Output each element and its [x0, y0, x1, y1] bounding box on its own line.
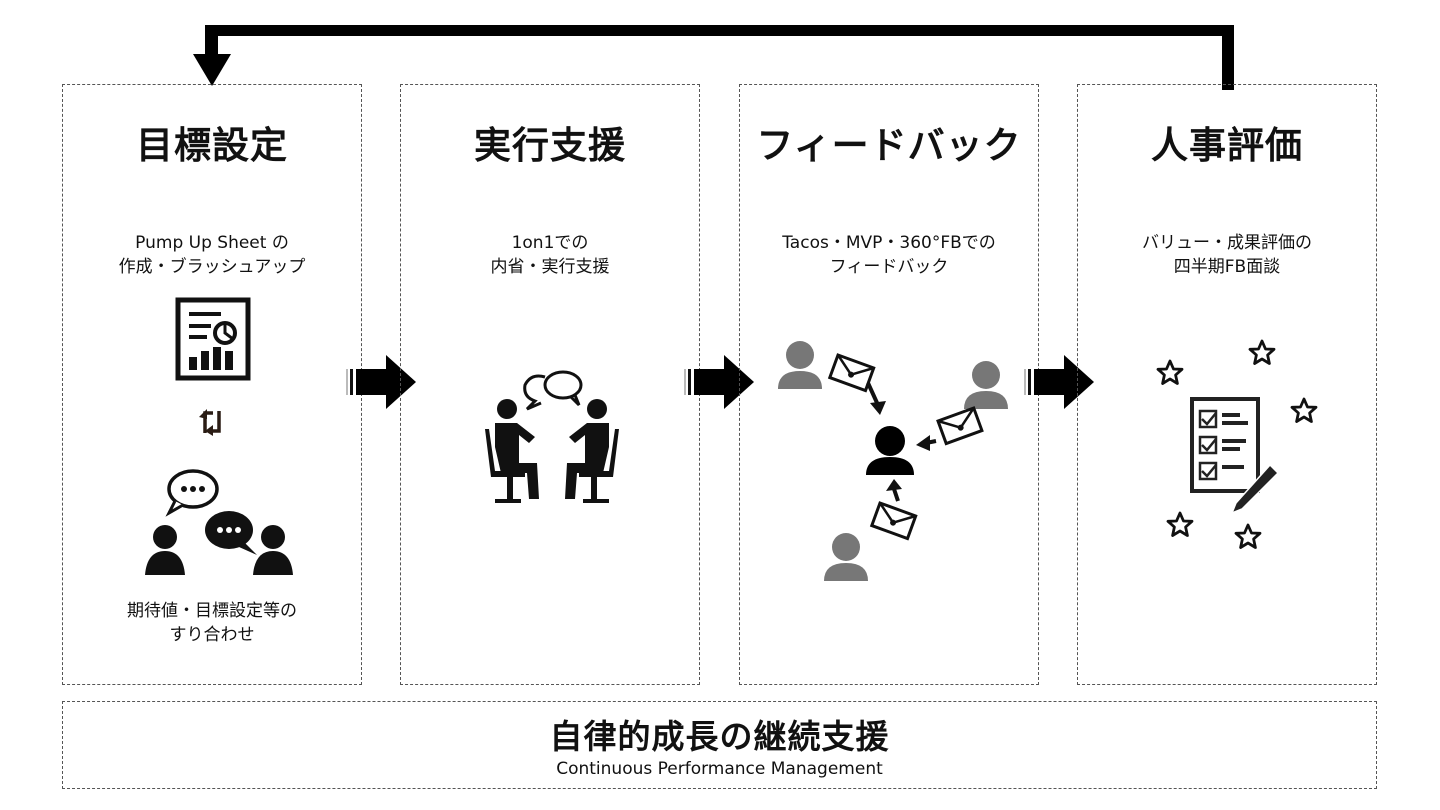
panel-lower-description: 期待値・目標設定等の すり合わせ [127, 601, 297, 645]
footer-summary-box: 自律的成長の継続支援 Continuous Performance Manage… [62, 701, 1377, 789]
group-conversation-icon [145, 469, 293, 575]
footer-subtitle: Continuous Performance Management [556, 759, 883, 779]
person-icon [824, 533, 868, 581]
star-icon [1290, 397, 1318, 423]
panel-title: フィードバック [756, 124, 1022, 167]
panel-description: バリュー・成果評価の 四半期FB面談 [1142, 233, 1312, 277]
panel-title: 人事評価 [1151, 124, 1303, 167]
panel-feedback: フィードバック Tacos・MVP・360°FBでの フィードバック [739, 84, 1039, 685]
panel-title: 目標設定 [136, 124, 288, 167]
feedback-exchange-icon [778, 341, 1008, 581]
star-icon [1248, 339, 1276, 365]
panel-title: 実行支援 [474, 124, 626, 167]
evaluation-checklist-icon [1156, 339, 1318, 549]
loop-back-arrow [193, 25, 1234, 90]
flow-arrow-right [346, 355, 416, 409]
envelope-icon [936, 406, 984, 446]
panel-goal-setting: 目標設定 Pump Up Sheet の 作成・ブラッシュアップ 期待値・目標設… [62, 84, 362, 685]
flow-arrow-right [1024, 355, 1094, 409]
envelope-icon [827, 353, 876, 393]
refresh-cycle-icon [199, 409, 221, 436]
panel-description: Tacos・MVP・360°FBでの フィードバック [782, 233, 996, 277]
report-sheet-icon [175, 297, 251, 381]
panel-execution-support: 実行支援 1on1での 内省・実行支援 [400, 84, 700, 685]
panel-description: 1on1での 内省・実行支援 [490, 233, 610, 277]
envelope-icon [869, 501, 918, 541]
person-icon [964, 361, 1008, 409]
panel-hr-evaluation: 人事評価 バリュー・成果評価の 四半期FB面談 [1077, 84, 1377, 685]
person-icon [866, 426, 914, 475]
person-icon [778, 341, 822, 389]
star-icon [1166, 511, 1194, 537]
star-icon [1234, 523, 1262, 549]
panel-description: Pump Up Sheet の 作成・ブラッシュアップ [118, 233, 306, 277]
star-icon [1156, 359, 1184, 385]
one-on-one-meeting-icon [485, 370, 619, 503]
footer-title: 自律的成長の継続支援 [549, 717, 890, 756]
